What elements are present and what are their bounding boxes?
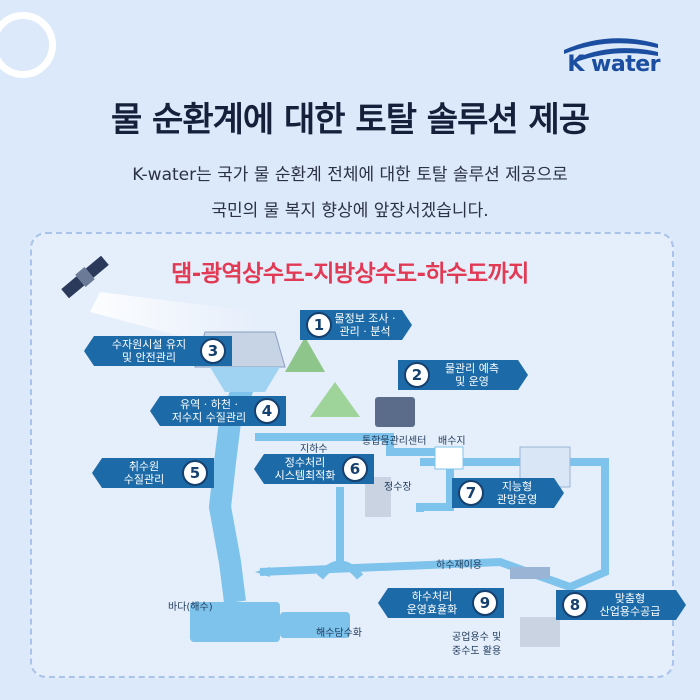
control-center-label: 통합물관리센터 bbox=[362, 436, 427, 447]
sea-label: 바다(해수) bbox=[168, 602, 213, 613]
step-3-badge: 3 bbox=[200, 338, 226, 364]
satellite-icon bbox=[61, 255, 109, 299]
brand-logo-text: K water bbox=[567, 52, 660, 77]
page-title: 물 순환계에 대한 토탈 솔루션 제공 bbox=[110, 100, 590, 140]
groundwater-label: 지하수 bbox=[300, 444, 328, 455]
factory-icon bbox=[520, 617, 560, 647]
decorative-ring bbox=[0, 12, 56, 78]
industrial-label-2: 중수도 활용 bbox=[452, 646, 502, 657]
distribution-label: 배수지 bbox=[438, 436, 466, 447]
kwater-logo-icon bbox=[564, 38, 658, 62]
subtitle-line-1: K-water는 국가 물 순환계 전체에 대한 토탈 솔루션 제공으로 bbox=[132, 165, 568, 185]
control-center-icon bbox=[375, 397, 415, 427]
mountain-icon bbox=[285, 337, 325, 372]
pipe-return bbox=[259, 522, 609, 592]
mountain-icon bbox=[310, 382, 360, 417]
step-2-badge: 2 bbox=[404, 362, 430, 388]
step-5-badge: 5 bbox=[182, 460, 208, 486]
panel-title: 댐-광역상수도-지방상수도-하수도까지 bbox=[171, 261, 529, 287]
step-1-badge: 1 bbox=[306, 312, 332, 338]
step-6-badge: 6 bbox=[342, 456, 368, 482]
desalination-label: 해수담수화 bbox=[316, 628, 362, 639]
subtitle-line-2: 국민의 물 복지 향상에 앞장서겠습니다. bbox=[211, 201, 489, 221]
pipe-distribution bbox=[420, 458, 609, 522]
purification-label: 정수장 bbox=[384, 482, 412, 493]
step-1-tag: 1 물정보 조사 ·관리 · 분석 bbox=[300, 310, 412, 340]
sewage-reuse-label: 하수재이용 bbox=[436, 560, 482, 571]
step-8-badge: 8 bbox=[562, 592, 588, 618]
reservoir-icon bbox=[434, 446, 464, 470]
step-9-badge: 9 bbox=[472, 590, 498, 616]
sewage-plant-icon bbox=[510, 567, 550, 579]
step-4-tag: 유역 · 하천 ·저수지 수질관리 4 bbox=[150, 396, 286, 426]
waterfall bbox=[210, 367, 280, 392]
industrial-label-1: 공업용수 및 bbox=[452, 632, 502, 643]
sea-icon bbox=[190, 602, 280, 642]
step-4-badge: 4 bbox=[254, 398, 280, 424]
step-7-badge: 7 bbox=[458, 480, 484, 506]
